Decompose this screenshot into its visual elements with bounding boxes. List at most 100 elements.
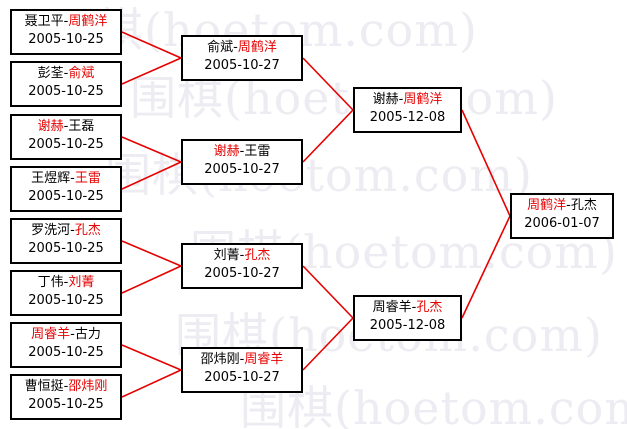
- bracket-connector: [302, 265, 354, 319]
- match-players: 刘菁-孔杰: [183, 245, 301, 265]
- player-left: 曹恒挺: [24, 379, 64, 394]
- bracket-connector: [461, 109, 511, 217]
- match-date: 2005-10-27: [204, 162, 280, 177]
- player-right: 孔杰: [244, 248, 271, 263]
- player-left: 周鹤洋: [527, 198, 567, 213]
- player-separator: -: [63, 119, 69, 134]
- player-separator: -: [70, 171, 75, 186]
- bracket-connector: [302, 109, 354, 163]
- match-date: 2005-10-25: [28, 293, 104, 308]
- match-players: 王煜辉-王雷: [12, 168, 120, 188]
- player-left: 罗洗河: [31, 223, 71, 238]
- match-box-round1-3: 谢赫-王磊 2005-10-25: [10, 114, 122, 160]
- match-date: 2005-12-08: [369, 318, 446, 333]
- match-date: 2005-10-27: [204, 370, 280, 385]
- player-left: 邵炜刚: [200, 352, 240, 367]
- player-right: 王雷: [74, 171, 101, 186]
- player-right: 古力: [74, 327, 101, 342]
- player-right: 周鹤洋: [237, 40, 277, 55]
- player-left: 刘菁: [213, 248, 240, 263]
- player-left: 彭荃: [37, 66, 64, 81]
- player-right: 孔杰: [416, 300, 443, 315]
- player-right: 孔杰: [570, 198, 597, 213]
- player-left: 俞斌: [207, 40, 234, 55]
- player-left: 王煜辉: [31, 171, 71, 186]
- match-players: 周睿羊-古力: [12, 324, 120, 344]
- bracket-connector: [302, 317, 354, 371]
- player-separator: -: [239, 144, 245, 159]
- player-separator: -: [411, 300, 417, 315]
- player-separator: -: [239, 248, 245, 263]
- match-players: 聂卫平-周鹤洋: [12, 11, 120, 31]
- player-left: 谢赫: [372, 92, 399, 107]
- player-right: 邵炜刚: [68, 379, 108, 394]
- player-separator: -: [63, 275, 69, 290]
- match-date: 2006-01-07: [524, 216, 600, 231]
- match-date: 2005-10-25: [28, 137, 104, 152]
- player-right: 周睿羊: [244, 352, 284, 367]
- match-date: 2005-10-27: [204, 266, 280, 281]
- match-date: 2005-10-27: [204, 58, 280, 73]
- bracket-connector: [121, 57, 182, 85]
- bracket-connector: [121, 31, 182, 59]
- player-left: 谢赫: [213, 144, 240, 159]
- match-players: 俞斌-周鹤洋: [183, 37, 301, 57]
- player-left: 丁伟: [37, 275, 64, 290]
- player-right: 周鹤洋: [68, 14, 108, 29]
- match-players: 周鹤洋-孔杰: [512, 195, 612, 215]
- player-right: 刘菁: [68, 275, 95, 290]
- bracket-connector: [461, 215, 511, 319]
- match-date: 2005-12-08: [369, 110, 446, 125]
- bracket-connector: [302, 57, 354, 111]
- player-separator: -: [70, 327, 75, 342]
- player-left: 周睿羊: [372, 300, 412, 315]
- player-left: 谢赫: [37, 119, 64, 134]
- match-date: 2005-10-25: [28, 345, 104, 360]
- player-right: 孔杰: [74, 223, 101, 238]
- match-players: 曹恒挺-邵炜刚: [12, 376, 120, 396]
- match-date: 2005-10-25: [28, 241, 104, 256]
- player-left: 聂卫平: [24, 14, 64, 29]
- player-left: 周睿羊: [31, 327, 71, 342]
- match-players: 邵炜刚-周睿羊: [183, 349, 301, 369]
- match-date: 2005-10-25: [28, 84, 104, 99]
- player-separator: -: [398, 92, 404, 107]
- player-separator: -: [233, 40, 238, 55]
- watermark-text: 围棋(hoetom.com): [105, 148, 533, 202]
- match-players: 谢赫-王雷: [183, 141, 301, 161]
- match-date: 2005-10-25: [28, 397, 104, 412]
- bracket-connector: [121, 136, 182, 163]
- player-separator: -: [63, 66, 69, 81]
- player-separator: -: [70, 223, 75, 238]
- player-right: 俞斌: [68, 66, 95, 81]
- bracket-connector: [121, 265, 182, 294]
- player-separator: -: [566, 198, 571, 213]
- match-date: 2005-10-25: [28, 189, 104, 204]
- watermark-text: 围棋(hoetom.com): [240, 381, 627, 429]
- bracket-connector: [121, 344, 182, 371]
- match-box-round1-6: 丁伟-刘菁 2005-10-25: [10, 270, 122, 316]
- player-right: 王磊: [68, 119, 95, 134]
- player-separator: -: [239, 352, 245, 367]
- match-players: 彭荃-俞斌: [12, 63, 120, 83]
- player-separator: -: [63, 14, 69, 29]
- match-players: 周睿羊-孔杰: [355, 297, 460, 317]
- match-players: 罗洗河-孔杰: [12, 220, 120, 240]
- match-players: 谢赫-周鹤洋: [355, 89, 460, 109]
- match-date: 2005-10-25: [28, 32, 104, 47]
